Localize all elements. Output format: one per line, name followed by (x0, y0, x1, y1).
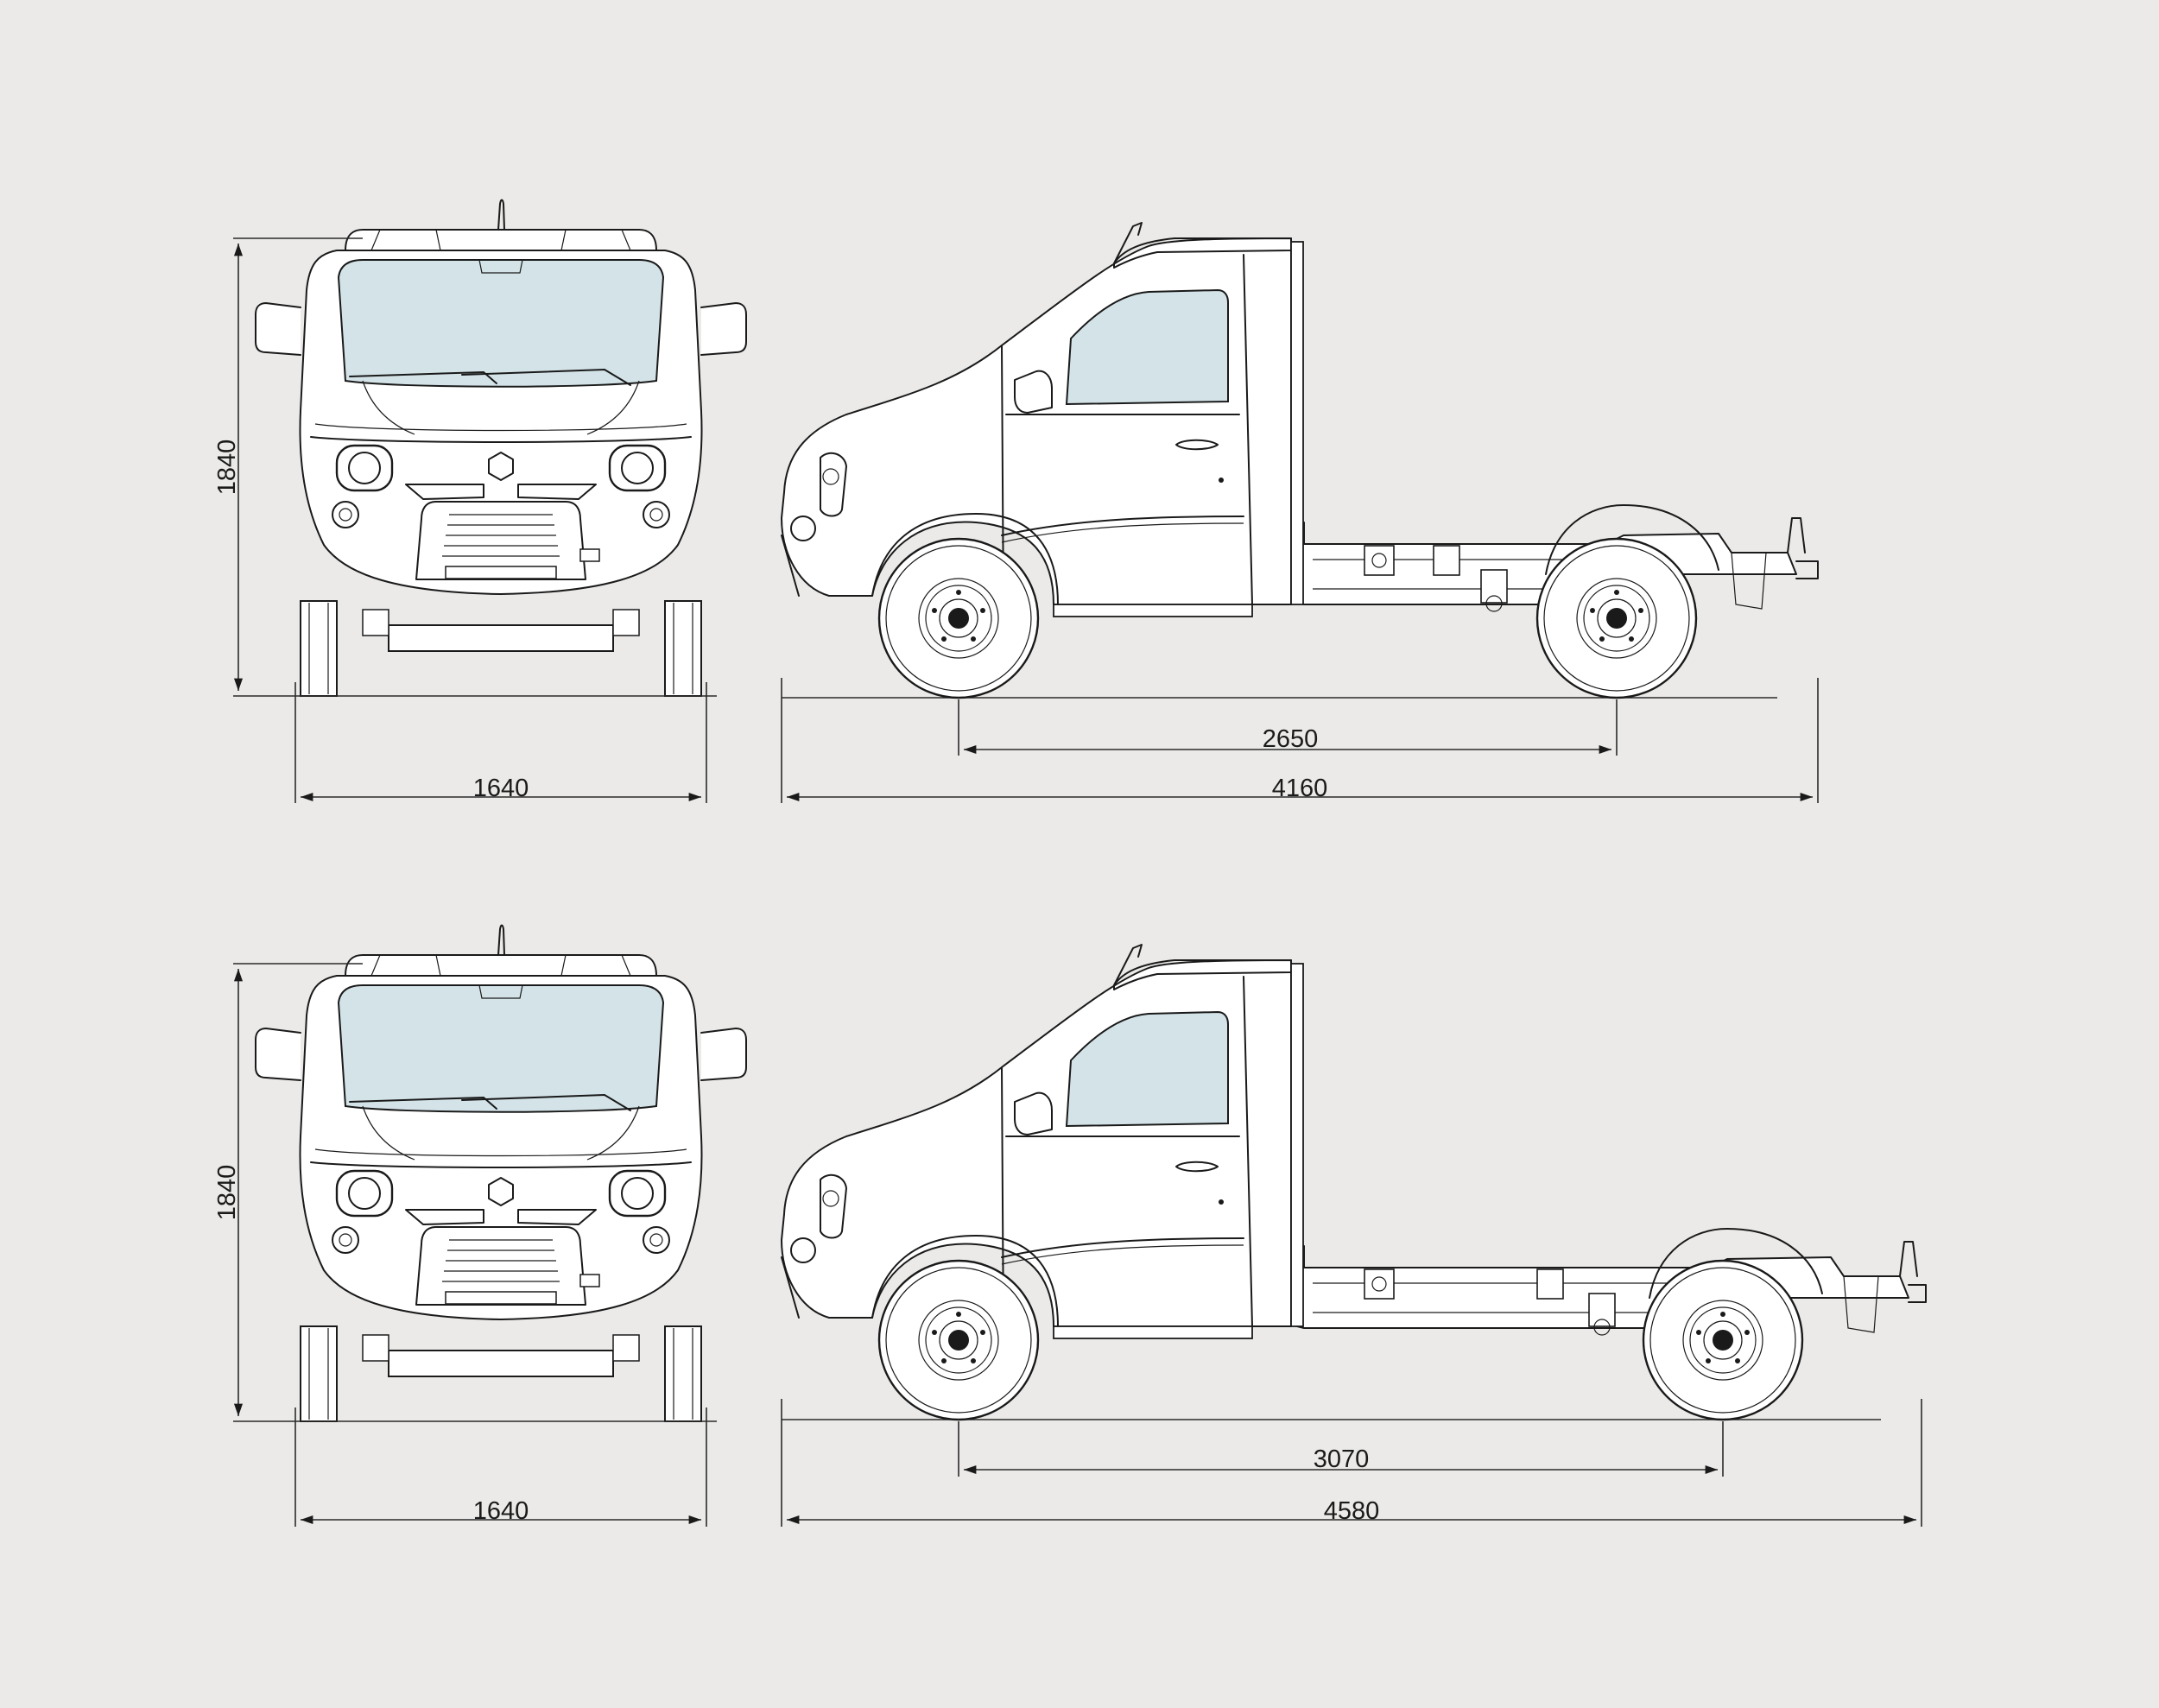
wheelbase-label-2: 3070 (1314, 1445, 1370, 1473)
front-view-2: 1840 1640 (213, 924, 748, 1527)
view-long-wheelbase: 1840 1640 (213, 924, 1927, 1527)
height-label-1: 1840 (213, 440, 241, 496)
length-label-1: 4160 (1272, 775, 1328, 802)
wheelbase-label-1: 2650 (1263, 725, 1319, 753)
view-short-wheelbase: 1840 1640 (213, 199, 1819, 803)
length-label-2: 4580 (1324, 1497, 1380, 1525)
width-label-1: 1640 (473, 775, 529, 802)
height-label-2: 1840 (213, 1165, 241, 1221)
side-view-1: 4160 2650 (781, 222, 1819, 803)
front-view-1: 1840 1640 (213, 199, 748, 803)
side-view-2: 4580 3070 (781, 944, 1927, 1527)
width-label-2: 1640 (473, 1497, 529, 1525)
